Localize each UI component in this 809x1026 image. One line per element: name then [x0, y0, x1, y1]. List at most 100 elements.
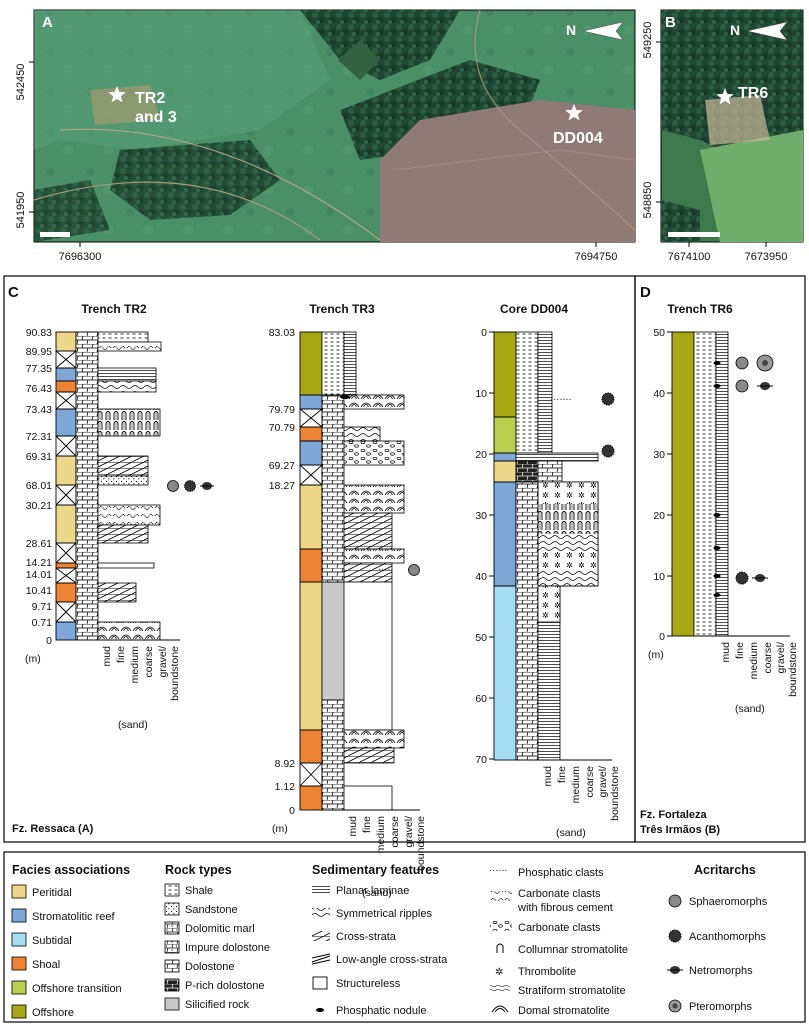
- panel-b-letter: B: [665, 14, 676, 31]
- legend-title: Facies associations: [12, 863, 130, 877]
- depth-label: 0: [46, 635, 52, 647]
- grain-label: fine: [115, 646, 127, 663]
- legend-title: Rock types: [165, 863, 232, 877]
- depth-label: 0: [481, 327, 487, 339]
- depth-label: 14.01: [26, 569, 52, 581]
- grain-label: boundstone: [169, 646, 181, 701]
- log-title: Trench TR2: [81, 302, 147, 316]
- acanthomorph-icon: [601, 392, 615, 406]
- acanthomorph-icon: [184, 480, 196, 492]
- legend-item: Pteromorphs: [689, 1001, 752, 1013]
- unit-label: (m): [648, 649, 664, 661]
- legend-item: Stratiform stromatolite: [518, 985, 626, 997]
- depth-label: 10.41: [26, 585, 52, 597]
- grain-label: mud: [347, 816, 359, 837]
- grain-label: fine: [361, 816, 373, 833]
- depth-label: 40: [653, 388, 665, 400]
- depth-label: 72.31: [26, 431, 52, 443]
- grain-label: boundstone: [609, 766, 621, 821]
- x-tick-label: 7696300: [59, 251, 102, 263]
- legend-item: Thrombolite: [518, 966, 576, 978]
- y-tick-label: 541950: [15, 192, 27, 229]
- phosphatic-clasts-icon: ·∙·∙·∙: [489, 865, 507, 876]
- legend-item: Shoal: [32, 959, 60, 971]
- panel-a-north-label: N: [566, 22, 576, 38]
- panel-c-letter: C: [8, 284, 19, 301]
- acanthomorph-icon: [668, 929, 682, 943]
- grain-label: medium: [748, 642, 760, 680]
- grain-label: coarse: [584, 766, 596, 798]
- legend-item: Carbonate clasts: [518, 888, 601, 900]
- legend-item: Offshore transition: [32, 983, 122, 995]
- depth-label: 76.43: [26, 383, 52, 395]
- x-tick-label: 7673950: [745, 251, 788, 263]
- grain-label: medium: [129, 646, 141, 684]
- depth-label: 50: [475, 632, 487, 644]
- north-arrow-icon: [746, 21, 788, 41]
- depth-label: 9.71: [32, 601, 53, 613]
- thrombolite-icon: ✲: [495, 967, 503, 978]
- grain-label: gravel/: [775, 642, 787, 674]
- depth-label: 70: [475, 754, 487, 766]
- depth-label: 30: [475, 510, 487, 522]
- phosphatic-nodule-icon: [340, 395, 350, 399]
- sphaeromorph-icon: [167, 480, 179, 492]
- site-star-icon: [565, 104, 583, 121]
- depth-label: 10: [653, 571, 665, 583]
- legend-item: Symmetrical ripples: [336, 908, 432, 920]
- legend-item: Shale: [185, 885, 213, 897]
- depth-label: 89.95: [26, 346, 52, 358]
- panel-b: B N TR6 549250 548850 7674100 7673950: [642, 9, 804, 263]
- sphaeromorph-icon: [668, 894, 682, 908]
- legend-item: Cross-strata: [336, 931, 397, 943]
- site-star-icon: [716, 88, 734, 105]
- acanthomorph-icon: [601, 444, 615, 458]
- legend-item: Acanthomorphs: [689, 931, 767, 943]
- legend-item: Structureless: [336, 978, 401, 990]
- site-label: TR2: [135, 90, 165, 107]
- grain-label: boundstone: [415, 816, 427, 871]
- legend-item: Sandstone: [185, 904, 238, 916]
- grain-label: mud: [101, 646, 113, 667]
- legend-item: Offshore: [32, 1007, 74, 1019]
- depth-label: 0: [659, 631, 665, 643]
- depth-label: 10: [475, 388, 487, 400]
- legend-item: Low-angle cross-strata: [336, 954, 448, 966]
- depth-label: 77.35: [26, 363, 52, 375]
- legend-title: Acritarchs: [694, 863, 756, 877]
- y-tick-label: 549250: [642, 22, 654, 59]
- depth-label: 30.21: [26, 500, 52, 512]
- log-title: Core DD004: [500, 302, 568, 316]
- legend-item: Stromatolitic reef: [32, 911, 115, 923]
- y-tick-label: 542450: [15, 64, 27, 101]
- depth-label: 8.92: [275, 758, 296, 770]
- legend-item: Peritidal: [32, 887, 72, 899]
- panel-d-letter: D: [640, 284, 651, 301]
- legend-item: Phosphatic clasts: [518, 867, 604, 879]
- formation-label: Fz. Fortaleza: [640, 809, 708, 821]
- legend-item: Dolostone: [185, 961, 235, 973]
- panel-a: A N TR2 and 3 DD004 542450 541950 769630…: [15, 9, 636, 263]
- formation-label: Fz. Ressaca (A): [12, 823, 94, 835]
- depth-label: 1.12: [275, 781, 296, 793]
- panel-d-frame: [634, 275, 806, 843]
- legend-item: Phosphatic nodule: [336, 1005, 427, 1017]
- depth-label: 20: [653, 510, 665, 522]
- phosphatic-clasts-icon: ·∙·∙·: [378, 564, 394, 575]
- site-label: DD004: [553, 130, 603, 147]
- grain-label: fine: [556, 766, 568, 783]
- legend-item: with fibrous cement: [517, 902, 613, 914]
- legend-item: Collumnar stromatolite: [518, 944, 628, 956]
- sand-label: (sand): [362, 887, 392, 899]
- legend-item: P-rich dolostone: [185, 980, 265, 992]
- y-tick-label: 548850: [642, 182, 654, 219]
- log-dd004: Core DD004 ·∙·∙·∙· 0 10 20 3: [475, 302, 621, 839]
- scale-bar: [40, 232, 70, 237]
- depth-label: 28.61: [26, 538, 52, 550]
- site-label: and 3: [135, 109, 177, 126]
- grain-label: coarse: [389, 816, 401, 848]
- depth-label: 30: [653, 449, 665, 461]
- acanthomorph-icon: [735, 571, 749, 585]
- depth-label: 69.31: [26, 451, 52, 463]
